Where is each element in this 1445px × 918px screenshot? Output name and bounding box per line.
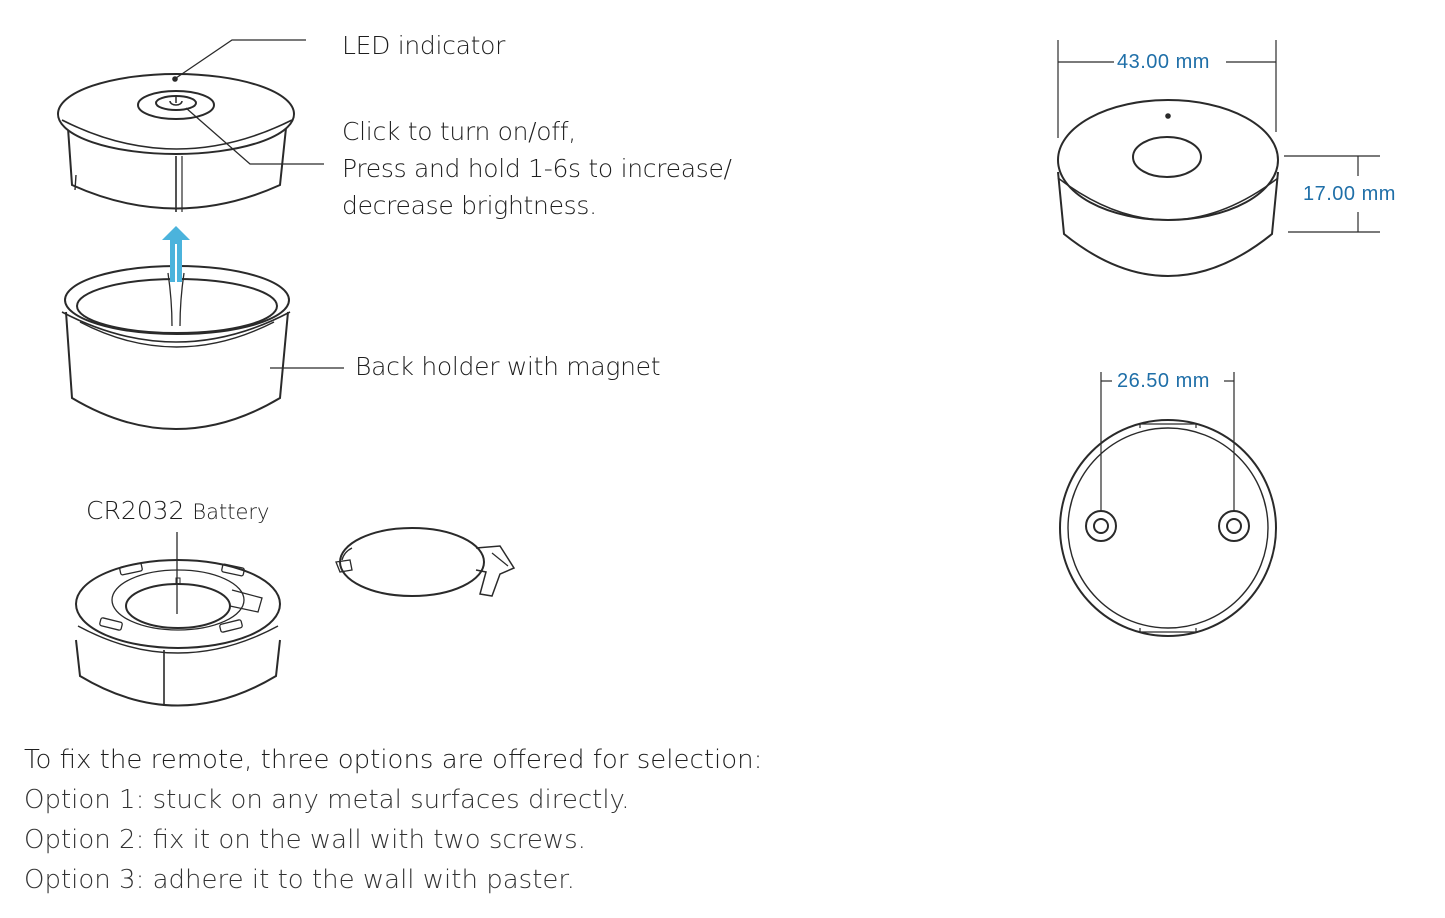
battery-model: CR2032 [86,496,185,525]
battery-word: Battery [192,500,270,524]
button-line-2: Press and hold 1-6s to increase/ [342,154,732,183]
mounting-option-3: Option 3: adhere it to the wall with pas… [24,865,575,895]
power-button [137,90,215,120]
coin-battery [335,527,516,597]
back-view [1059,419,1277,637]
button-leader [185,107,324,165]
led-leader [175,39,306,79]
mounting-heading: To fix the remote, three options are off… [24,745,763,775]
back-holder-label: Back holder with magnet [355,352,661,381]
button-line-1: Click to turn on/off, [342,117,576,146]
battery-label: CR2032 Battery [86,496,269,525]
up-arrow-icon [162,226,190,282]
screw-dimension-lines [1100,372,1235,511]
dimension-lines [1057,40,1380,233]
diameter-dimension: 43.00 mm [1117,51,1210,73]
screw-spacing-dimension: 26.50 mm [1117,370,1210,392]
button-line-3: decrease brightness. [342,191,597,220]
led-dot [172,76,178,82]
mounting-option-1: Option 1: stuck on any metal surfaces di… [24,785,630,815]
side-view [1057,99,1279,277]
led-indicator-label: LED indicator [342,31,506,60]
mounting-notes: To fix the remote, three options are off… [24,740,762,900]
back-holder [61,265,291,430]
height-dimension: 17.00 mm [1303,183,1396,205]
mounting-option-2: Option 2: fix it on the wall with two sc… [24,825,586,855]
battery-compartment [75,559,281,707]
